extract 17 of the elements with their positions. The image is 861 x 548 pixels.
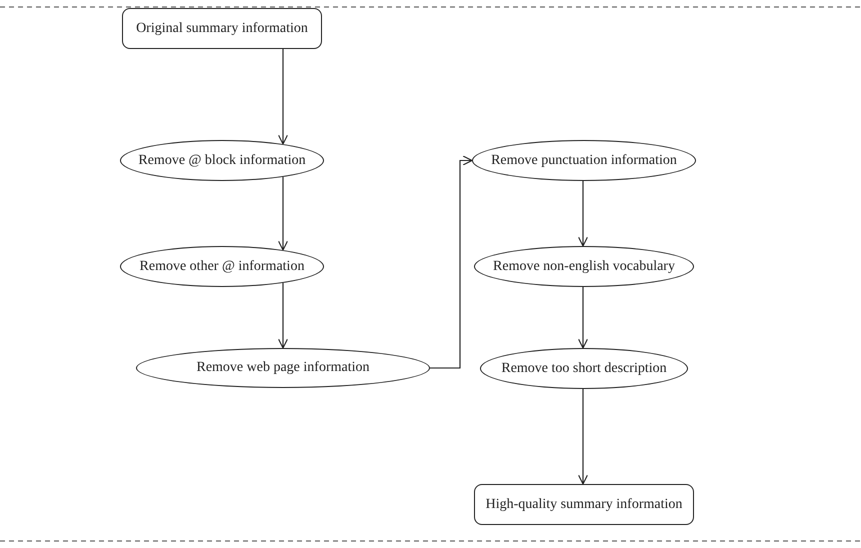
- node-label: Remove non-english vocabulary: [493, 258, 675, 276]
- node-label: Remove other @ information: [140, 258, 304, 276]
- arrow: [578, 181, 588, 247]
- terminal-box: [474, 484, 694, 525]
- arrow: [278, 176, 288, 251]
- arrow: [278, 49, 288, 145]
- node-label: High-quality summary information: [486, 496, 682, 514]
- node-label: Remove too short description: [501, 360, 667, 378]
- arrow: [578, 287, 588, 349]
- node-label: Original summary information: [136, 20, 308, 38]
- arrow: [278, 282, 288, 349]
- terminal-box: [122, 8, 322, 49]
- arrow: [578, 389, 588, 485]
- node-label: Remove @ block information: [138, 152, 306, 170]
- arrow: [430, 155, 473, 369]
- node-label: Remove web page information: [196, 359, 370, 377]
- node-label: Remove punctuation information: [491, 152, 677, 170]
